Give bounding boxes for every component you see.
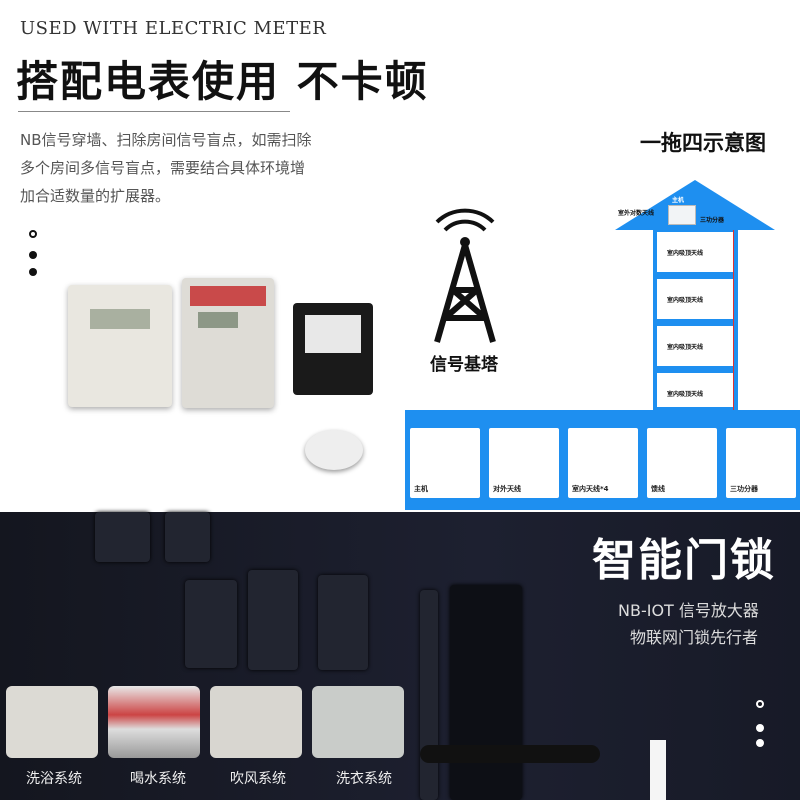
electric-meter-image <box>293 303 373 395</box>
drinking-system-image <box>108 686 200 758</box>
carousel-dot[interactable] <box>756 724 764 732</box>
door-lock-image <box>248 570 298 670</box>
door-handle <box>420 745 600 763</box>
subtitle-en: USED WITH ELECTRIC METER <box>20 18 327 39</box>
feeder-line <box>733 230 734 410</box>
carousel-dot[interactable] <box>29 268 37 276</box>
system-label: 洗浴系统 <box>26 771 82 787</box>
door-lock-image <box>450 585 522 800</box>
indoor-antenna-label: 室内吸顶天线 <box>667 344 704 351</box>
tower-label: 信号基塔 <box>430 355 498 375</box>
indoor-antenna-label: 室内吸顶天线 <box>667 250 704 257</box>
host-label: 主机 <box>672 197 685 204</box>
indoor-antenna-label: 室内吸顶天线 <box>667 297 704 304</box>
component-label: 室内天线*4 <box>572 485 609 493</box>
floor: 室内吸顶天线 <box>653 275 738 323</box>
divider <box>18 111 290 112</box>
component-label: 对外天线 <box>493 485 521 493</box>
laundry-system-image <box>312 686 404 758</box>
door-lock-image <box>95 512 150 562</box>
lock-subtitle: NB-IOT 信号放大器 <box>618 601 759 620</box>
component-card: 主机 <box>410 428 480 498</box>
lock-title: 智能门锁 <box>592 535 776 586</box>
splitter-label: 三功分器 <box>700 217 725 224</box>
electric-meter-image <box>182 278 274 408</box>
floor: 室内吸顶天线 <box>653 369 738 411</box>
description-line: NB信号穿墙、扫除房间信号盲点，如需扫除 <box>20 131 312 149</box>
system-label: 洗衣系统 <box>336 771 392 787</box>
component-card: 馈线 <box>647 428 717 498</box>
carousel-dot[interactable] <box>756 739 764 747</box>
system-label: 喝水系统 <box>130 771 186 787</box>
dryer-system-image <box>210 686 302 758</box>
component-label: 主机 <box>414 485 428 493</box>
floor: 室内吸顶天线 <box>653 228 738 276</box>
component-card: 三功分器 <box>726 428 796 498</box>
door-lock-image <box>165 512 210 562</box>
smoke-detector-image <box>305 430 363 470</box>
diagram-title: 一拖四示意图 <box>640 131 766 155</box>
component-label: 馈线 <box>651 485 665 493</box>
description-line: 多个房间多信号盲点，需要结合具体环境增 <box>20 159 306 177</box>
floor: 室内吸顶天线 <box>653 322 738 370</box>
device-image <box>650 740 666 800</box>
host-device-icon <box>668 205 696 225</box>
component-card: 对外天线 <box>489 428 559 498</box>
door-lock-image <box>318 575 368 670</box>
electric-meter-image <box>68 285 172 407</box>
carousel-dot[interactable] <box>29 251 37 259</box>
component-label: 三功分器 <box>730 485 758 493</box>
lock-subtitle: 物联网门锁先行者 <box>630 628 759 647</box>
description-line: 加合适数量的扩展器。 <box>20 187 171 205</box>
indoor-antenna-label: 室内吸顶天线 <box>667 391 704 398</box>
component-card: 室内天线*4 <box>568 428 638 498</box>
door-lock-image <box>420 590 438 800</box>
shower-system-image <box>6 686 98 758</box>
system-label: 吹风系统 <box>230 771 286 787</box>
signal-tower-icon <box>434 208 496 343</box>
carousel-dot-active[interactable] <box>756 700 764 708</box>
outdoor-antenna-label: 室外对数天线 <box>618 210 655 217</box>
carousel-dot-active[interactable] <box>29 230 37 238</box>
page-title: 搭配电表使用 不卡顿 <box>16 57 429 106</box>
door-lock-image <box>185 580 237 668</box>
